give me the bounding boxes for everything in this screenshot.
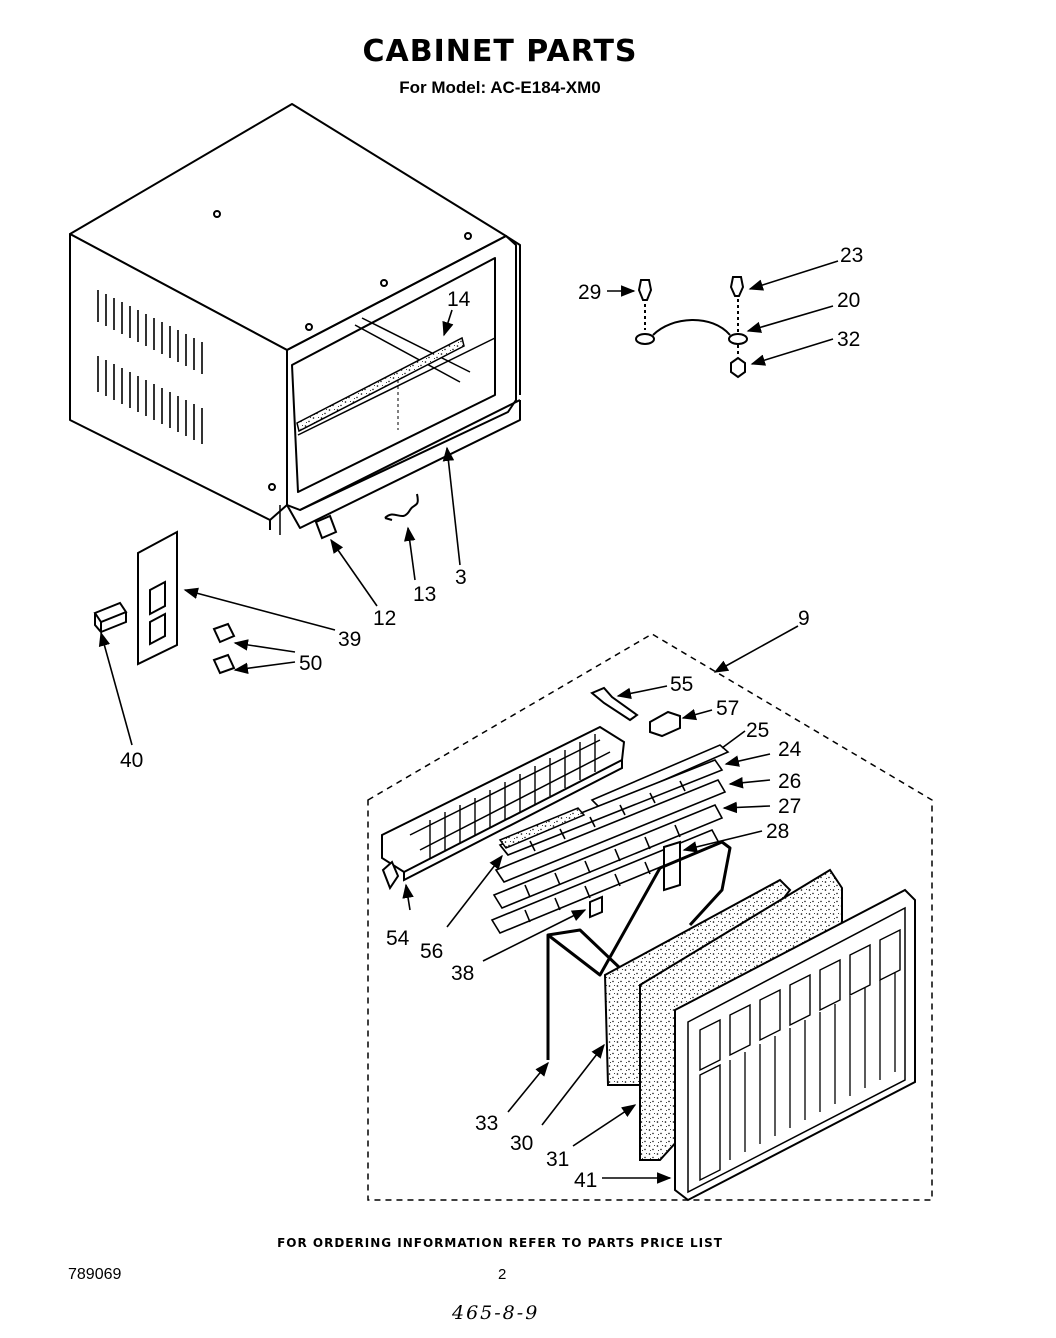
support-frame [546, 840, 732, 1060]
handwritten-note: 465-8-9 [452, 1302, 540, 1324]
part-labels: 14 23 29 20 32 3 13 12 39 50 40 9 55 57 … [120, 244, 863, 1192]
label-30: 30 [510, 1132, 533, 1155]
label-14: 14 [447, 288, 471, 311]
label-38: 38 [451, 962, 474, 985]
label-23: 23 [840, 244, 863, 267]
label-41: 41 [574, 1169, 597, 1192]
side-bracket [93, 530, 236, 675]
model-subtitle: For Model: AC-E184-XM0 [399, 78, 601, 97]
label-27: 27 [778, 795, 801, 818]
wire-clip [384, 493, 419, 521]
leader-lines [98, 260, 839, 1184]
label-3: 3 [455, 566, 467, 589]
front-grille [674, 888, 916, 1202]
ground-strap-hardware [635, 276, 748, 379]
label-24: 24 [778, 738, 802, 761]
label-25: 25 [746, 719, 769, 742]
label-28: 28 [766, 820, 789, 843]
label-13: 13 [413, 583, 436, 606]
cabinet-louvers [97, 290, 203, 444]
label-29: 29 [578, 281, 601, 304]
foam-strip [498, 807, 586, 849]
label-54: 54 [386, 927, 410, 950]
gasket-strip [296, 336, 465, 433]
document-number: 789069 [68, 1266, 122, 1283]
label-55: 55 [670, 673, 693, 696]
label-20: 20 [837, 289, 860, 312]
ordering-note: FOR ORDERING INFORMATION REFER TO PARTS … [277, 1236, 723, 1250]
assembly-9-outline [367, 633, 933, 1201]
label-9: 9 [798, 607, 810, 630]
filter-strips [490, 744, 730, 934]
louver-assembly [381, 725, 626, 891]
base-block [314, 514, 338, 540]
latch-bracket [649, 710, 681, 738]
label-12: 12 [373, 607, 396, 630]
cabinet-shell [69, 103, 521, 535]
label-31: 31 [546, 1148, 569, 1171]
page-title: CABINET PARTS [362, 34, 638, 69]
label-39: 39 [338, 628, 361, 651]
clip-38 [589, 895, 603, 919]
spacer-block [663, 840, 681, 892]
label-56: 56 [420, 940, 443, 963]
page-number: 2 [498, 1266, 507, 1283]
label-26: 26 [778, 770, 801, 793]
label-50: 50 [299, 652, 322, 675]
label-57: 57 [716, 697, 739, 720]
label-33: 33 [475, 1112, 498, 1135]
label-32: 32 [837, 328, 860, 351]
label-40: 40 [120, 749, 143, 772]
damper-lever [590, 686, 639, 722]
